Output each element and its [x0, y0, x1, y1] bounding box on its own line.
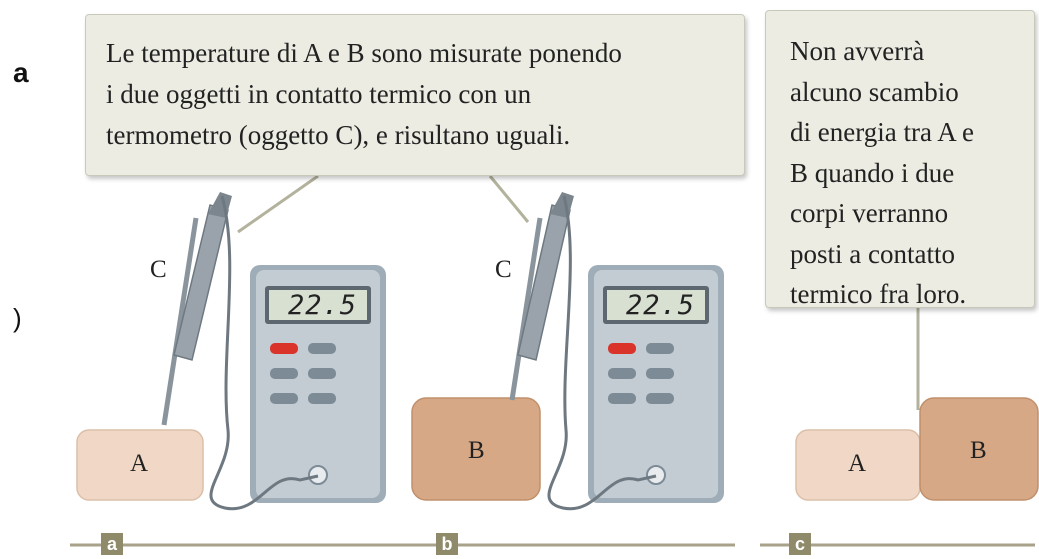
object-a-label-c: A: [848, 450, 867, 477]
probe-label-c-b: C: [495, 256, 512, 283]
side-label-a: a: [13, 57, 29, 88]
red-button: [270, 343, 298, 354]
callout-line: B quando i due: [790, 157, 955, 188]
meter-b: [588, 265, 724, 503]
meter-a: [250, 265, 386, 503]
object-a-label: A: [130, 450, 149, 477]
object-b-block: [411, 397, 541, 501]
meter-display-a: 22.5: [288, 290, 358, 321]
panel-tag-a: a: [101, 533, 123, 555]
callout-line: corpi verranno: [790, 198, 949, 228]
probe-b: [509, 192, 657, 511]
panel-tag-b: b: [436, 533, 458, 555]
callout-line: posti a contatto: [790, 238, 955, 269]
callout-line: Non avverrà: [790, 36, 925, 66]
callout-line: i due oggetti in contatto termico con un: [106, 79, 532, 109]
red-button: [608, 343, 636, 354]
object-b-block-c: [919, 397, 1039, 501]
object-b-label: B: [468, 437, 485, 464]
callout-line: alcuno scambio: [790, 76, 959, 107]
side-label-b: ): [13, 303, 22, 333]
callout-line: di energia tra A e: [790, 117, 974, 147]
panel-tag-c: c: [789, 533, 811, 555]
probe-a: [161, 192, 319, 511]
probe-label-c-a: C: [150, 256, 167, 283]
callout-line: Le temperature di A e B sono misurate po…: [106, 38, 622, 68]
callout-no-exchange: Non avverrà alcuno scambio di energia tr…: [765, 10, 1035, 309]
callout-line: termico fra loro.: [790, 279, 967, 309]
meter-display-b: 22.5: [626, 290, 696, 321]
object-a-block: [76, 429, 204, 501]
callout-measurement: Le temperature di A e B sono misurate po…: [85, 14, 745, 176]
callout-line: termometro (oggetto C), e risultano ugua…: [106, 120, 571, 150]
object-b-label-c: B: [970, 437, 987, 464]
